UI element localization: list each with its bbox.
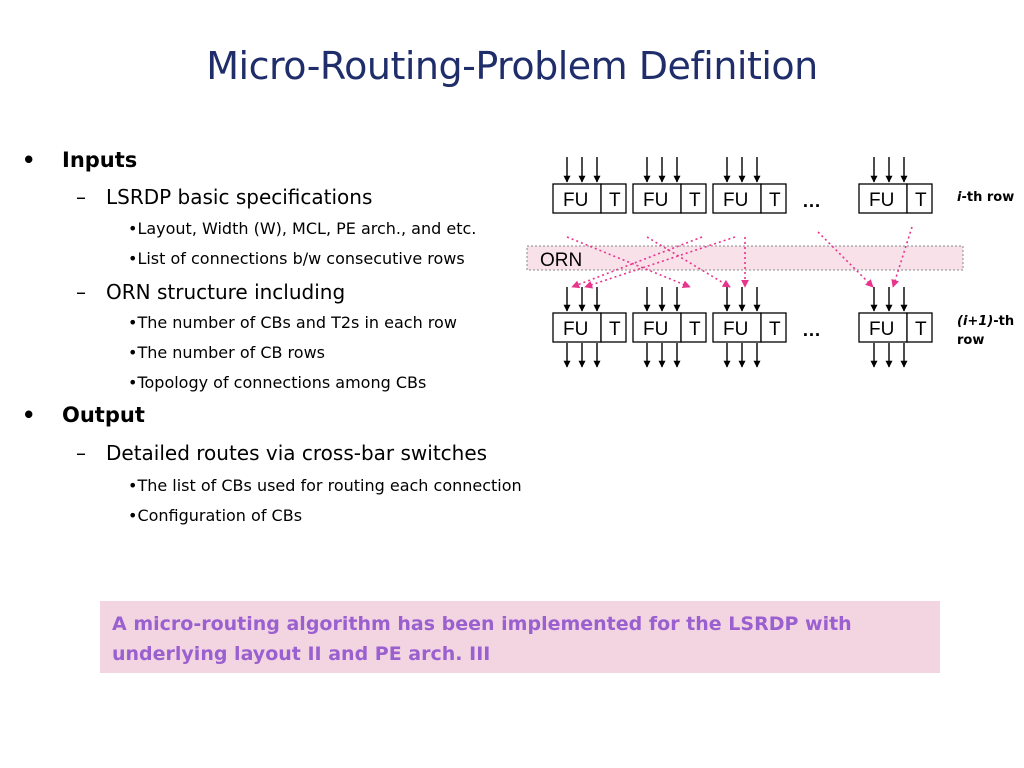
row-next-output-arrows [563,343,908,368]
t-label: T [915,190,927,211]
row-next-text: -th [993,314,1015,329]
block-6: FU T [632,312,707,343]
sub-orn: –ORN structure including [76,280,345,304]
t-label: T [689,319,701,340]
block-3: FU T [712,183,787,214]
t-label: T [915,319,927,340]
block-8: FU T [858,312,933,343]
note-box: A micro-routing algorithm has been imple… [100,601,940,673]
slide-title: Micro-Routing-Problem Definition [206,44,818,88]
block-5: FU T [552,312,627,343]
fu-label: FU [723,319,748,340]
lsrdp-text: LSRDP basic specifications [106,185,373,209]
row-i-text: -th row [961,190,1015,205]
block-2: FU T [632,183,707,214]
dash-marker: – [76,441,86,465]
fu-label: FU [563,319,588,340]
row-next-label: (i+1)-th row [957,312,1014,350]
t-label: T [689,190,701,211]
ellipsis: … [802,191,821,212]
fu-label: FU [643,319,668,340]
fu-label: FU [643,190,668,211]
row-next-text-2: row [957,333,985,348]
fu-label: FU [563,190,588,211]
row-next-italic: (i+1) [957,314,994,329]
row-i-italic: i [957,190,962,205]
t-label: T [609,319,621,340]
item-cbs-t2s: •The number of CBs and T2s in each row [128,313,457,332]
bullet-marker: • [22,403,36,427]
note-line-1: A micro-routing algorithm has been imple… [112,613,852,635]
block-1: FU T [552,183,627,214]
item-list-cbs: •The list of CBs used for routing each c… [128,476,522,495]
t-label: T [769,190,781,211]
fu-label: FU [723,190,748,211]
fu-label: FU [869,190,894,211]
ellipsis: … [802,320,821,341]
orn-text: ORN structure including [106,280,346,304]
row-i: FU T FU T FU T … FU T [552,157,933,214]
note-line-2: underlying layout II and PE arch. III [112,643,491,665]
routing-connections [566,226,913,289]
t-label: T [769,319,781,340]
inputs-label: Inputs [62,148,138,172]
dash-marker: – [76,280,86,304]
item-cb-rows: •The number of CB rows [128,343,325,362]
fu-label: FU [869,319,894,340]
block-4: FU T [858,183,933,214]
bullet-marker: • [22,148,36,172]
output-label: Output [62,403,145,427]
row-next: FU T FU T FU T … FU T [552,287,933,368]
t-label: T [609,190,621,211]
bullet-inputs: • Inputs [22,148,137,172]
row-i-input-arrows [563,157,908,183]
sub-routes: –Detailed routes via cross-bar switches [76,441,487,465]
orn-label: ORN [540,250,582,271]
dash-marker: – [76,185,86,209]
bullet-output: • Output [22,403,145,427]
item-config: •Configuration of CBs [128,506,303,525]
row-next-input-arrows [563,287,908,312]
block-7: FU T [712,312,787,343]
item-topology: •Topology of connections among CBs [128,373,427,392]
sub-lsrdp: –LSRDP basic specifications [76,185,372,209]
item-layout: •Layout, Width (W), MCL, PE arch., and e… [128,219,477,238]
routes-text: Detailed routes via cross-bar switches [106,441,488,465]
row-i-label: i-th row [957,190,1014,205]
item-connections: •List of connections b/w consecutive row… [128,249,465,268]
